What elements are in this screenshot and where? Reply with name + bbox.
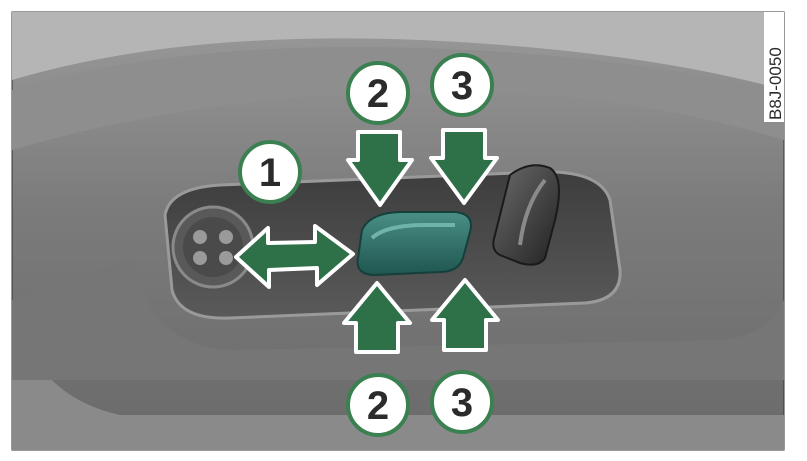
callout-1: 1 bbox=[240, 142, 300, 202]
seat-adjust-switch bbox=[358, 212, 471, 275]
svg-text:2: 2 bbox=[367, 384, 389, 428]
svg-text:2: 2 bbox=[367, 72, 389, 116]
callout-2-top: 2 bbox=[348, 63, 408, 123]
svg-text:3: 3 bbox=[451, 381, 473, 425]
lumbar-knob bbox=[173, 207, 253, 287]
svg-text:1: 1 bbox=[259, 151, 281, 195]
svg-text:3: 3 bbox=[451, 64, 473, 108]
figure-code: B8J-0050 bbox=[766, 47, 785, 120]
callout-3-top: 3 bbox=[432, 55, 492, 115]
callout-2-bottom: 2 bbox=[348, 375, 408, 435]
callout-3-bottom: 3 bbox=[432, 372, 492, 432]
